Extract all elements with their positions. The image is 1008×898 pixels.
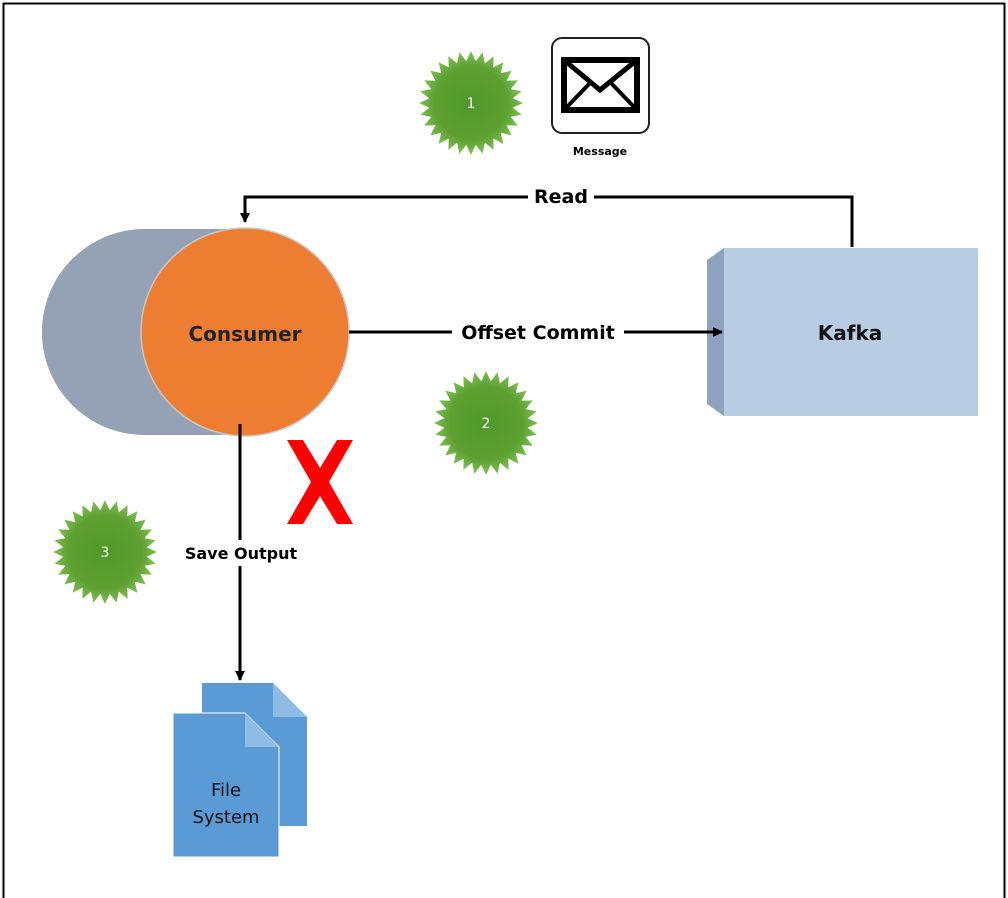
file-system-node: File System	[172, 683, 307, 858]
consumer-node: Consumer	[42, 227, 350, 437]
offset-commit-edge: Offset Commit	[349, 320, 723, 344]
kafka-label: Kafka	[818, 321, 883, 345]
message-label: Message	[573, 145, 627, 158]
kafka-box-front	[724, 248, 978, 416]
read-label: Read	[534, 186, 588, 208]
offset-commit-label: Offset Commit	[461, 322, 615, 344]
failure-x-icon	[287, 440, 353, 524]
consumer-label: Consumer	[188, 322, 301, 346]
step-badge-2: 2	[434, 371, 538, 475]
step-3-number: 3	[101, 545, 110, 561]
file-system-label-line2: System	[192, 807, 259, 828]
step-badge-1: 1	[419, 51, 523, 155]
message-node: Message	[551, 37, 650, 158]
file-front-icon	[172, 712, 280, 858]
file-system-label-line1: File	[211, 780, 241, 801]
step-1-number: 1	[467, 96, 476, 112]
read-edge: Read	[240, 185, 854, 247]
save-output-edge: Save Output	[178, 424, 304, 681]
kafka-node: Kafka	[707, 248, 978, 416]
step-2-number: 2	[482, 416, 491, 432]
step-badge-3: 3	[53, 500, 157, 604]
save-output-label: Save Output	[185, 544, 298, 563]
